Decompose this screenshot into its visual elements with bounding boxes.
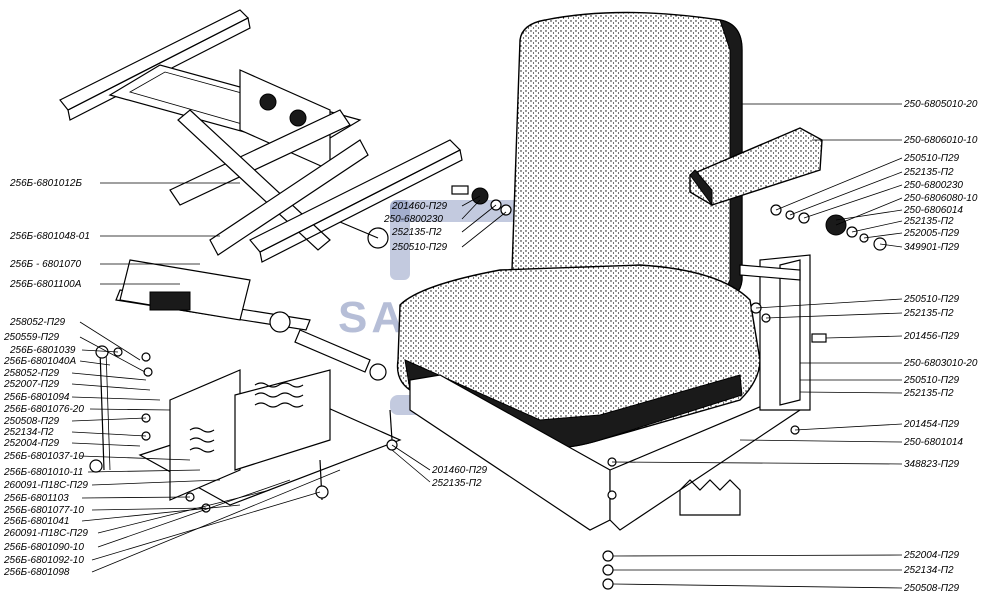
part-label: 256Б-6801048-01	[9, 231, 90, 242]
part-label: 201460-П29	[431, 465, 488, 476]
part-label: 252134-П2	[3, 427, 54, 438]
part-label: 258052-П29	[9, 317, 66, 328]
labels-right: 250-6805010-20 250-6806010-10 250510-П29…	[903, 99, 978, 594]
part-label: 201454-П29	[903, 419, 960, 430]
part-label: 256Б-6801092-10	[3, 555, 84, 566]
part-label: 201456-П29	[903, 331, 960, 342]
part-label: 252135-П2	[431, 478, 482, 489]
part-label: 256Б-6801040А	[3, 356, 76, 367]
seat-assembly	[396, 11, 823, 531]
part-label: 250508-П29	[903, 583, 960, 594]
part-label: 250-6800230	[383, 214, 443, 225]
part-label: 256Б-6801076-20	[3, 404, 84, 415]
part-label: 250-6803010-20	[903, 358, 978, 369]
part-label: 252004-П29	[903, 550, 960, 561]
part-label: 256Б-6801010-11	[3, 467, 83, 478]
suspension-mechanism	[59, 9, 463, 513]
part-label: 256Б-6801090-10	[3, 542, 84, 553]
part-label: 252135-П2	[903, 308, 954, 319]
leader-lines	[71, 103, 903, 589]
part-label: 252005-П29	[903, 228, 960, 239]
part-label: 256Б - 6801070	[9, 259, 81, 270]
part-label: 256Б-6801012Б	[9, 178, 82, 189]
part-label: 348823-П29	[904, 459, 960, 470]
part-label: 260091-П18С-П29	[3, 480, 88, 491]
labels-center: 201460-П29 250-6800230 252135-П2 250510-…	[383, 201, 488, 489]
part-label: 250-6806014	[903, 205, 963, 216]
part-label: 250508-П29	[3, 416, 60, 427]
part-label: 252135-П2	[903, 216, 954, 227]
part-label: 258052-П29	[3, 368, 60, 379]
part-label: 252007-П29	[3, 379, 60, 390]
part-label: 201460-П29	[391, 201, 448, 212]
part-label: 260091-П18С-П29	[3, 528, 88, 539]
part-label: 256Б-6801037-10	[3, 451, 84, 462]
labels-left: 256Б-6801012Б 256Б-6801048-01 256Б - 680…	[3, 178, 90, 578]
part-label: 250-6806010-10	[903, 135, 978, 146]
part-label: 256Б-6801077-10	[3, 505, 84, 516]
part-label: 252135-П2	[903, 388, 954, 399]
part-label: 250-6805010-20	[903, 99, 978, 110]
part-label: 256Б-6801039	[9, 345, 76, 356]
part-label: 349901-П29	[904, 242, 960, 253]
part-label: 256Б-6801098	[3, 567, 70, 578]
part-label: 250-6801014	[903, 437, 963, 448]
part-label: 250510-П29	[903, 375, 960, 386]
part-label: 256Б-6801100А	[9, 279, 82, 290]
part-label: 250510-П29	[903, 294, 960, 305]
part-label: 252135-П2	[391, 227, 442, 238]
part-label: 256Б-6801103	[3, 493, 69, 504]
part-label: 250-6806080-10	[903, 193, 978, 204]
part-label: 256Б-6801041	[3, 516, 69, 527]
part-label: 252135-П2	[903, 167, 954, 178]
part-label: 250510-П29	[391, 242, 448, 253]
part-label: 256Б-6801094	[3, 392, 70, 403]
part-label: 250-6800230	[903, 180, 963, 191]
part-label: 250559-П29	[3, 332, 60, 343]
part-label: 252004-П29	[3, 438, 60, 449]
part-label: 250510-П29	[903, 153, 960, 164]
part-label: 252134-П2	[903, 565, 954, 576]
